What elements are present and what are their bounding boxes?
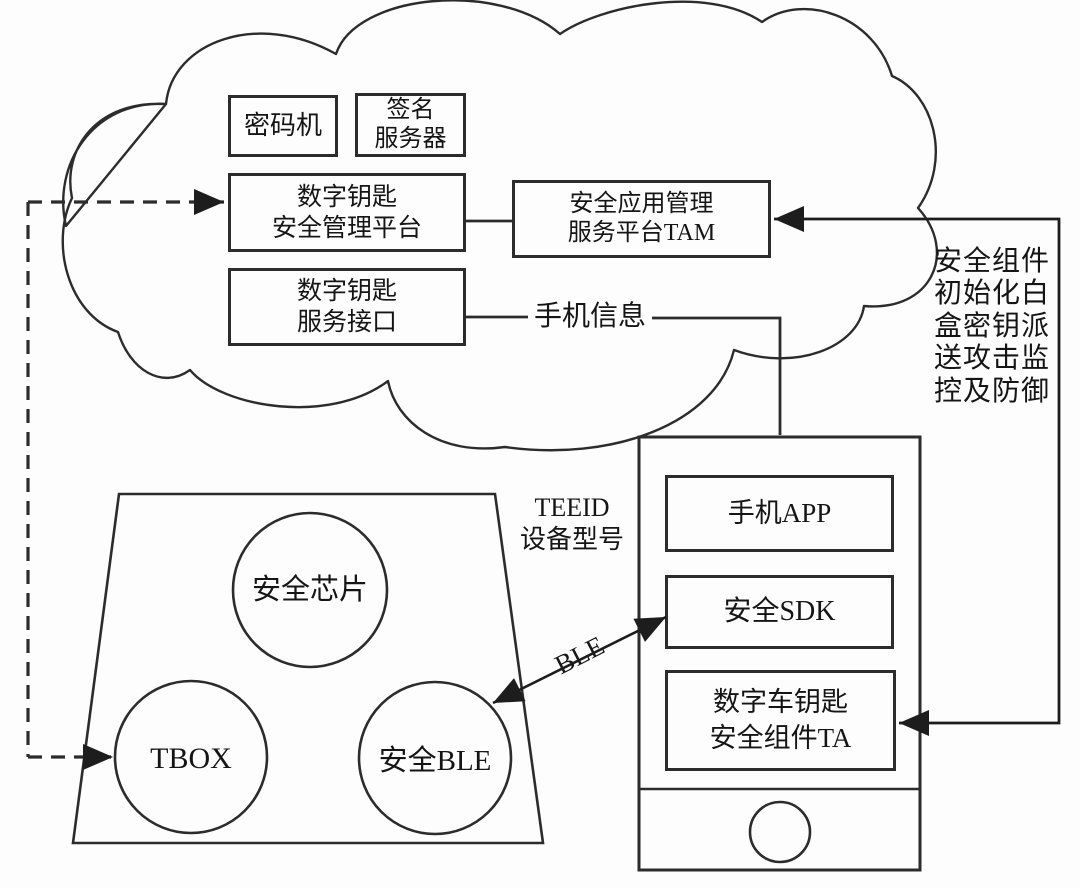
tbox-label: TBOX (150, 741, 232, 775)
teeid-line: TEEID (534, 492, 610, 522)
signing-server-label-line1: 签名 (386, 96, 435, 123)
key-service-interface-box: 数字钥匙 服务接口 (228, 268, 466, 346)
key-mgmt-platform-box: 数字钥匙 安全管理平台 (228, 173, 466, 252)
key-service-interface-label-line1: 数字钥匙 (296, 278, 397, 305)
side-note-label: 安全组件 初始化白 盒密钥派 送攻击监 控及防御 (926, 243, 1058, 411)
security-chip-label: 安全芯片 (251, 574, 368, 607)
signing-server-label-line2: 服务器 (374, 126, 447, 152)
secure-ble-circle (357, 680, 513, 836)
tam-platform-label-line2: 服务平台TAM (567, 220, 716, 246)
secure-ble-label: 安全BLE (378, 745, 492, 778)
digital-key-ta-box: 数字车钥匙 安全组件TA (665, 670, 896, 771)
key-mgmt-platform-label-line2: 安全管理平台 (271, 214, 422, 242)
digital-key-ta-label-line1: 数字车钥匙 (713, 687, 848, 718)
device-model-line: 设备型号 (519, 525, 624, 554)
crypto-machine-box: 密码机 (228, 95, 338, 157)
phone-info-label: 手机信息 (533, 300, 646, 332)
phone-app-box: 手机APP (665, 475, 894, 552)
key-mgmt-platform-label-line1: 数字钥匙 (296, 183, 397, 211)
side-note-line2: 初始化白 (933, 278, 1050, 310)
cloud-shape (61, 0, 938, 452)
signing-server-box: 签名 服务器 (355, 93, 466, 157)
side-note-line3: 盒密钥派 (933, 310, 1050, 342)
side-note-line4: 送攻击监 (933, 343, 1050, 375)
tam-platform-label-line1: 安全应用管理 (569, 190, 714, 217)
secure-sdk-box: 安全SDK (665, 575, 894, 649)
crypto-machine-label: 密码机 (243, 110, 322, 140)
teeid-device-label: TEEID 设备型号 (502, 488, 642, 560)
side-note-line1: 安全组件 (933, 245, 1050, 277)
tbox-circle (113, 679, 269, 835)
secure-sdk-label: 安全SDK (723, 595, 836, 627)
key-service-interface-label-line2: 服务接口 (296, 309, 397, 336)
phone-app-label: 手机APP (727, 497, 832, 528)
phone-home-button (748, 800, 812, 864)
side-note-line5: 控及防御 (933, 375, 1050, 407)
digital-key-ta-label-line2: 安全组件TA (709, 722, 852, 753)
security-chip-circle (231, 511, 389, 669)
tam-platform-box: 安全应用管理 服务平台TAM (512, 180, 771, 258)
